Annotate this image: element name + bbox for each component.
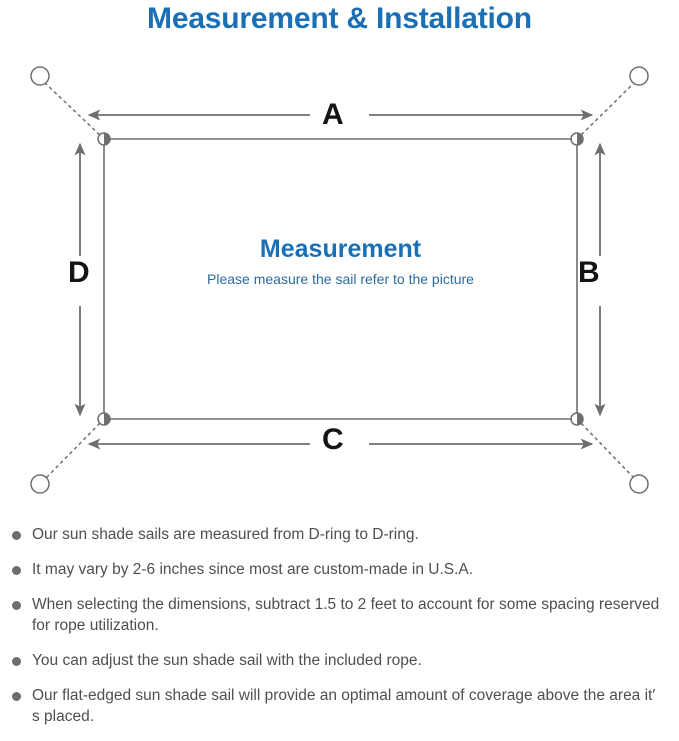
note-text: It may vary by 2-6 inches since most are… [32,561,474,578]
anchor-top-right-icon [629,66,649,86]
sail-rectangle [103,138,578,420]
dimension-label-c: C [322,423,344,456]
note-text: Our flat-edged sun shade sail will provi… [32,687,656,725]
d-ring-bottom-left-fill [104,413,110,425]
bullet-icon [12,657,21,666]
anchor-bottom-right-icon [629,474,649,494]
notes-list: Our sun shade sails are measured from D-… [0,524,679,741]
anchor-top-left-icon [30,66,50,86]
note-text: You can adjust the sun shade sail with t… [32,652,422,669]
dimension-label-b: B [578,256,600,289]
list-item: Our sun shade sails are measured from D-… [0,524,679,545]
anchor-bottom-left-icon [30,474,50,494]
sail-center-subtitle: Please measure the sail refer to the pic… [207,271,474,287]
bullet-icon [12,566,21,575]
page-title: Measurement & Installation [147,2,532,35]
dimension-label-a: A [322,98,344,131]
diagram-svg [30,66,649,494]
rope-line-bottom-left [45,418,105,479]
bullet-icon [12,531,21,540]
bullet-icon [12,692,21,701]
d-ring-top-right-fill [577,133,583,145]
bullet-icon [12,601,21,610]
dimension-label-d: D [68,256,90,289]
d-ring-top-left-fill [104,133,110,145]
measurement-diagram: A B C D Measurement Please measure the s… [0,44,679,514]
rope-line-top-right [576,81,636,140]
list-item: You can adjust the sun shade sail with t… [0,650,679,671]
rope-line-bottom-right [576,418,635,479]
note-text: When selecting the dimensions, subtract … [32,596,660,634]
list-item: When selecting the dimensions, subtract … [0,594,679,636]
list-item: It may vary by 2-6 inches since most are… [0,559,679,580]
sail-center-caption: Measurement Please measure the sail refe… [104,234,577,288]
d-ring-bottom-right-fill [577,413,583,425]
rope-line-top-left [43,81,105,140]
sail-center-title: Measurement [259,235,422,263]
note-text: Our sun shade sails are measured from D-… [32,526,419,543]
list-item: Our flat-edged sun shade sail will provi… [0,685,679,727]
